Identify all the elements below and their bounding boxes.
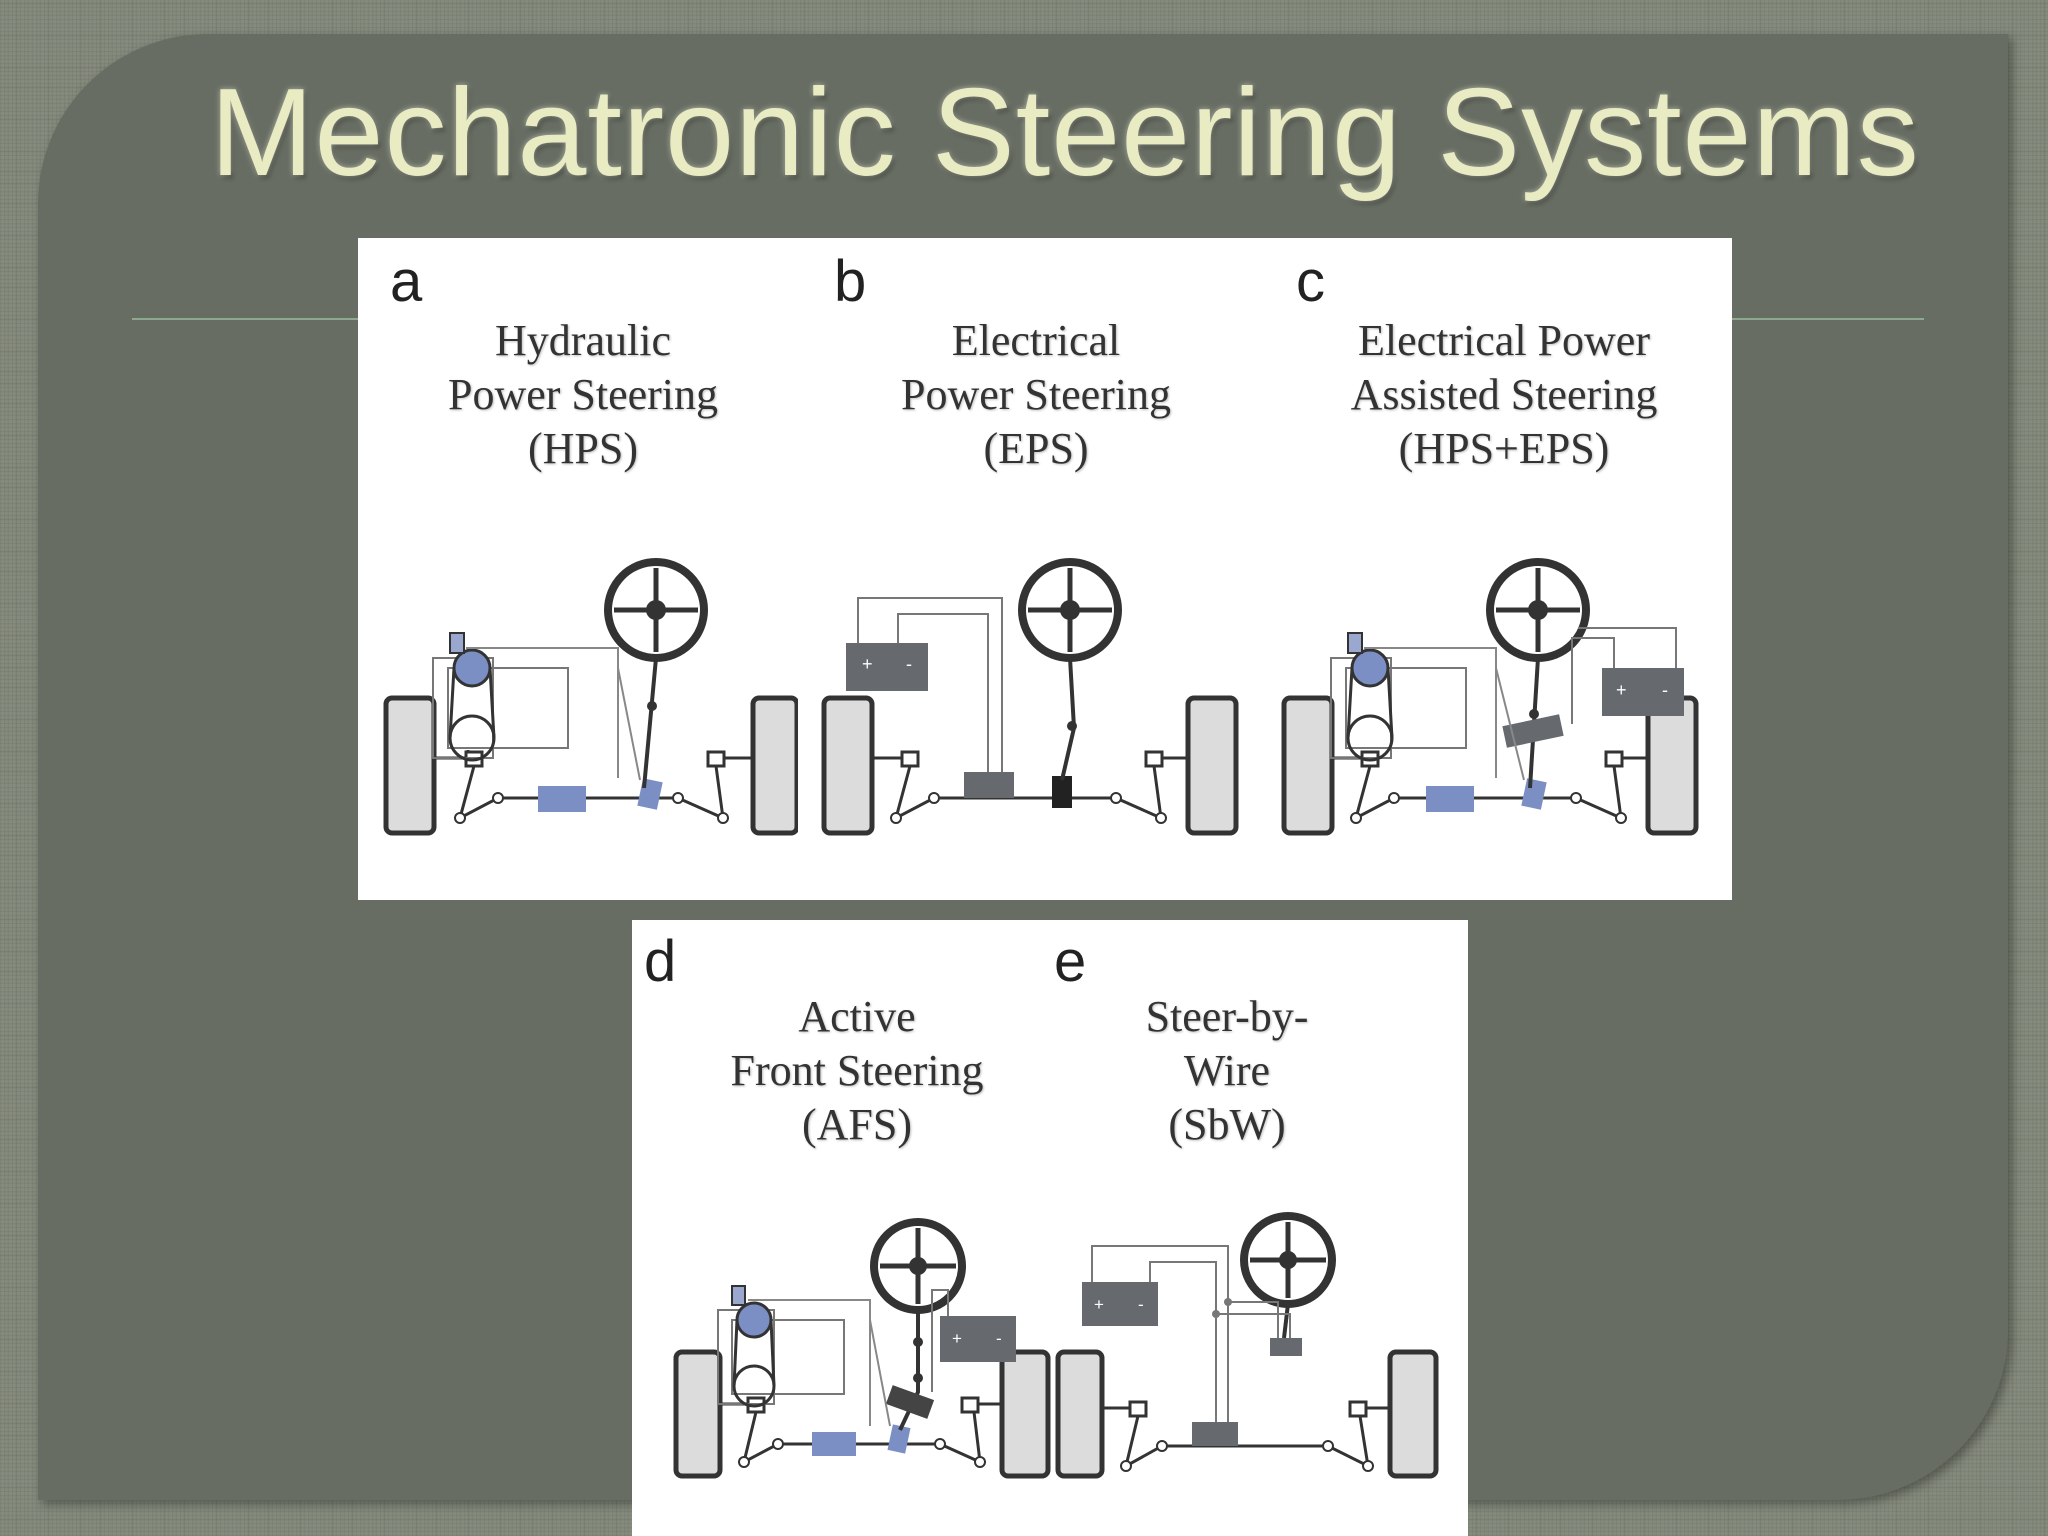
- panel-label: Steer-by- Wire (SbW): [1145, 992, 1309, 1149]
- battery-plus: +: [1094, 1295, 1104, 1314]
- panel-label: Electrical Power Steering (EPS): [900, 316, 1172, 473]
- left-wheel: [383, 695, 437, 836]
- steering-valve: [887, 1424, 911, 1454]
- panel-letter: c: [1296, 249, 1325, 314]
- right-wheel: [1387, 1349, 1439, 1479]
- hydraulic-cylinder: [812, 1432, 856, 1456]
- panel-b: b Electrical Power Steering (EPS) + -: [806, 238, 1266, 900]
- feedback-motor: [1270, 1338, 1302, 1356]
- panel-letter: a: [390, 249, 423, 314]
- left-wheel: [821, 695, 875, 836]
- battery: [1082, 1282, 1158, 1326]
- left-wheel: [1281, 695, 1335, 836]
- right-wheel: [1645, 695, 1699, 836]
- battery-plus: +: [952, 1329, 962, 1348]
- right-wheel: [1185, 695, 1239, 836]
- panel-c: c Electrical Power Assisted Steering (HP…: [1266, 238, 1732, 900]
- battery-plus: +: [862, 654, 873, 674]
- afs-diagram: + -: [673, 1218, 1051, 1479]
- eps-diagram: + -: [821, 558, 1239, 836]
- panel-e: e Steer-by- Wire (SbW) + -: [1052, 920, 1468, 1536]
- left-wheel: [673, 1349, 723, 1479]
- hps-diagram: [383, 558, 798, 836]
- sbw-diagram: + -: [1055, 1212, 1439, 1479]
- steering-valve: [637, 778, 663, 810]
- hydraulic-cylinder: [538, 786, 586, 812]
- battery: [846, 643, 928, 691]
- battery-minus: -: [996, 1329, 1002, 1348]
- battery-plus: +: [1616, 680, 1627, 700]
- hps-eps-diagram: + -: [1281, 558, 1699, 836]
- panel-a: a Hydraulic Power Steering (HPS): [358, 238, 806, 900]
- battery-minus: -: [1662, 680, 1668, 700]
- right-wheel: [999, 1349, 1051, 1479]
- panel-letter: d: [644, 929, 677, 994]
- panel-label: Active Front Steering (AFS): [730, 992, 984, 1149]
- superposition-gear: [885, 1385, 935, 1419]
- battery-minus: -: [906, 654, 912, 674]
- panel-d: d Active Front Steering (AFS) +: [632, 920, 1052, 1536]
- figure-top: a Hydraulic Power Steering (HPS): [358, 238, 1732, 900]
- rack-actuator: [1052, 776, 1072, 808]
- figure-bottom: d Active Front Steering (AFS) +: [632, 920, 1468, 1536]
- electric-motor: [964, 772, 1014, 798]
- panel-label: Hydraulic Power Steering (HPS): [447, 316, 719, 473]
- slide-title: Mechatronic Steering Systems: [210, 64, 1920, 202]
- battery: [940, 1316, 1016, 1362]
- panel-letter: e: [1054, 929, 1087, 994]
- battery: [1602, 668, 1684, 716]
- electric-motor: [1502, 714, 1564, 748]
- right-wheel: [750, 695, 798, 836]
- panel-label: Electrical Power Assisted Steering (HPS+…: [1350, 316, 1658, 473]
- steering-actuator: [1192, 1422, 1238, 1446]
- battery-minus: -: [1138, 1295, 1144, 1314]
- left-wheel: [1055, 1349, 1105, 1479]
- hydraulic-cylinder: [1426, 786, 1474, 812]
- steering-valve: [1521, 778, 1547, 810]
- panel-letter: b: [834, 249, 867, 314]
